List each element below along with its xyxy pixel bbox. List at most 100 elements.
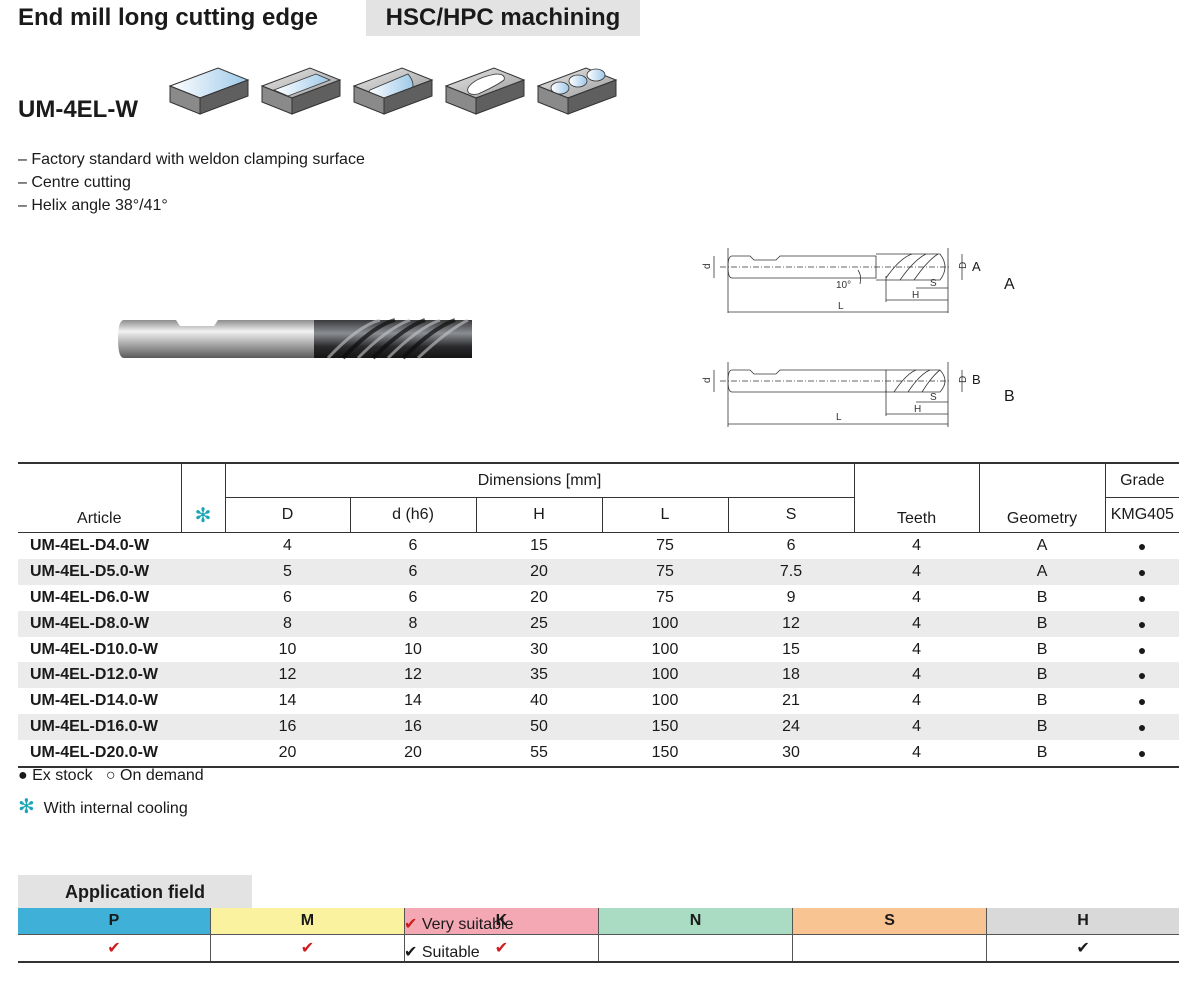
- col-d-header: d (h6): [349, 497, 476, 533]
- cell-teeth: 4: [912, 588, 921, 606]
- suitable-label: Suitable: [421, 944, 480, 961]
- cell-D: 4: [283, 536, 292, 554]
- end-mill-photo: [118, 318, 472, 360]
- cooling-cell: [181, 662, 225, 689]
- geometry-letter-a: A: [1004, 276, 1015, 293]
- cell-article: UM-4EL-D12.0-W: [18, 662, 181, 689]
- cell-H: 20: [476, 558, 602, 585]
- cell-L: 75: [656, 536, 674, 554]
- machining-tag: HSC/HPC machining: [366, 0, 640, 36]
- dim-D-label: D: [958, 376, 969, 383]
- material-m: M: [209, 908, 405, 935]
- cell-d: 6: [408, 588, 418, 606]
- cell-teeth: 4: [912, 536, 921, 554]
- cell-d: 6: [350, 558, 476, 585]
- cell-stock: ●: [1105, 662, 1180, 689]
- cell-teeth: 4: [854, 714, 980, 741]
- dim-L-label: L: [836, 412, 842, 423]
- feature-item: – Factory standard with weldon clamping …: [18, 151, 365, 168]
- dim-S-label: S: [930, 278, 937, 289]
- col-article-header: Article: [18, 462, 181, 533]
- article-table: Article ✻ Dimensions [mm] Teeth Geometry…: [18, 462, 1180, 769]
- cell-article: UM-4EL-D14.0-W: [30, 692, 159, 710]
- cell-stock: ●: [1137, 537, 1147, 554]
- cooling-cell: [181, 558, 225, 585]
- face-milling-icon: [168, 67, 250, 115]
- cell-L: 100: [651, 640, 679, 658]
- cell-L: 75: [656, 588, 674, 606]
- dim-angle-label: 10°: [836, 280, 851, 291]
- application-field-title: Application field: [18, 875, 252, 908]
- cooling-cell: [181, 585, 225, 611]
- cell-L: 150: [602, 740, 728, 769]
- cooling-cell: [181, 533, 225, 559]
- dim-S-label: S: [930, 392, 937, 403]
- feature-item: – Helix angle 38°/41°: [18, 197, 168, 214]
- dim-L-label: L: [838, 301, 844, 312]
- cell-stock: ●: [1137, 589, 1147, 606]
- black-check-icon: ✔: [404, 944, 418, 961]
- pocket-milling-icon: [444, 67, 526, 115]
- col-teeth-header: Teeth: [853, 462, 980, 533]
- material-mark-k: ✔: [403, 934, 599, 963]
- col-grade-header: Grade: [1104, 462, 1180, 498]
- cell-S: 18: [728, 662, 855, 689]
- cell-D: 8: [225, 610, 350, 637]
- col-H-header: H: [475, 497, 602, 533]
- cell-d: 8: [350, 610, 476, 637]
- material-marks-row: ✔✔✔✔: [18, 934, 1179, 963]
- slot-milling-icon: [352, 67, 434, 115]
- cell-D: 20: [225, 740, 350, 769]
- cell-H: 40: [530, 692, 548, 710]
- cell-geometry: B: [979, 610, 1106, 637]
- page-title: End mill long cutting edge: [18, 4, 318, 31]
- dim-d-label: d: [702, 377, 713, 383]
- cell-H: 20: [530, 588, 548, 606]
- cell-d: 16: [350, 714, 476, 741]
- cooling-legend-text: With internal cooling: [43, 800, 188, 817]
- cell-L: 150: [602, 714, 728, 741]
- cooling-icon: ✻: [18, 796, 35, 818]
- cell-stock: ●: [1105, 610, 1180, 637]
- material-mark-m: ✔: [209, 934, 405, 963]
- drawing-geometry-a: d D 10° L H S A: [702, 248, 981, 313]
- cell-L: 100: [651, 692, 679, 710]
- dim-D-label: D: [958, 262, 969, 269]
- cell-D: 10: [278, 640, 297, 658]
- cell-H: 55: [476, 740, 602, 769]
- ex-stock-legend: ● Ex stock: [18, 767, 93, 784]
- cell-D: 6: [283, 588, 292, 606]
- cell-H: 50: [476, 714, 602, 741]
- material-mark-s: [792, 934, 987, 963]
- cell-H: 25: [476, 610, 602, 637]
- material-mark-n: [597, 934, 793, 963]
- cell-H: 30: [530, 640, 548, 658]
- cell-article: UM-4EL-D4.0-W: [30, 536, 150, 554]
- cell-d: 14: [404, 692, 422, 710]
- cell-d: 6: [408, 536, 418, 554]
- cell-geometry: B: [979, 714, 1106, 741]
- cell-article: UM-4EL-D10.0-W: [30, 640, 159, 658]
- material-h: H: [986, 908, 1179, 935]
- cell-stock: ●: [1137, 693, 1147, 710]
- cell-geometry: B: [1036, 692, 1048, 710]
- suitability-key: ✔ Very suitable ✔ Suitable: [404, 911, 513, 967]
- cell-teeth: 4: [912, 640, 921, 658]
- drawing-geometry-b: d D L H S B: [702, 362, 981, 427]
- geometry-tag-b: B: [972, 372, 981, 387]
- cell-D: 12: [225, 662, 350, 689]
- cell-S: 24: [728, 714, 855, 741]
- cell-L: 75: [602, 558, 728, 585]
- cell-H: 15: [530, 536, 548, 554]
- cell-S: 6: [786, 536, 796, 554]
- cell-D: 5: [225, 558, 350, 585]
- cooling-cell: [181, 637, 225, 663]
- cell-D: 16: [225, 714, 350, 741]
- col-S-header: S: [727, 497, 855, 533]
